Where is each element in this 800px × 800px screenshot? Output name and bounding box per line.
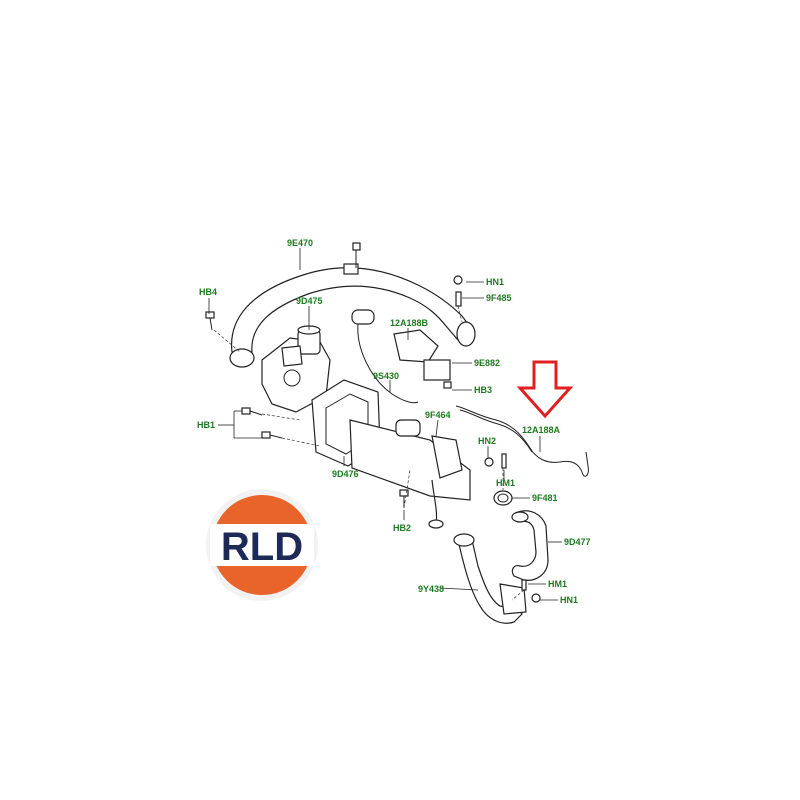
label-9F464: 9F464: [425, 410, 451, 420]
egr-pipe-9E470: [229, 263, 476, 368]
hose-9D477: [511, 510, 549, 581]
bolt-HB2: [399, 489, 409, 508]
label-9D477: 9D477: [564, 537, 591, 547]
label-9D475: 9D475: [296, 296, 323, 306]
label-HB2: HB2: [393, 523, 411, 533]
label-9D476: 9D476: [332, 469, 359, 479]
bolts-HB1: [241, 407, 283, 439]
label-HB3: HB3: [474, 385, 492, 395]
label-HN1-low: HN1: [560, 595, 578, 605]
nut-HN2: [484, 457, 494, 467]
sensor-12A188B: [351, 309, 452, 404]
egr-cooler-9D476: [311, 379, 471, 501]
label-12A188B: 12A188B: [390, 318, 429, 328]
nut-stud-top-right: [453, 275, 463, 307]
label-12A188A: 12A188A: [522, 425, 561, 435]
clamp-9F481: [493, 453, 513, 506]
red-down-arrow-icon: [516, 360, 574, 419]
bolt-top: [352, 242, 361, 268]
valve-9F464: [395, 419, 463, 529]
logo-text: RLD: [221, 525, 303, 569]
fasteners-bottom: [521, 579, 541, 603]
leader-lines: [208, 248, 562, 601]
label-HB1: HB1: [197, 420, 215, 430]
label-HM1-mid: HM1: [496, 478, 515, 488]
sensor-pipe-12A188A: [455, 405, 589, 477]
label-9F485: 9F485: [486, 293, 512, 303]
label-9Y438: 9Y438: [418, 584, 444, 594]
label-HN1-top: HN1: [486, 277, 504, 287]
label-9S430: 9S430: [373, 371, 399, 381]
label-9F481: 9F481: [532, 493, 558, 503]
label-HB4: HB4: [199, 287, 217, 297]
label-9E470: 9E470: [287, 238, 313, 248]
bolt-HB4: [205, 311, 215, 331]
label-HN2: HN2: [478, 436, 496, 446]
label-HM1-low: HM1: [548, 579, 567, 589]
assembly-lines: [213, 305, 525, 601]
label-9E882: 9E882: [474, 358, 500, 368]
rld-logo: RLD: [206, 489, 318, 601]
egr-valve-9D475: [261, 325, 331, 413]
pipe-9Y438: [453, 533, 527, 624]
